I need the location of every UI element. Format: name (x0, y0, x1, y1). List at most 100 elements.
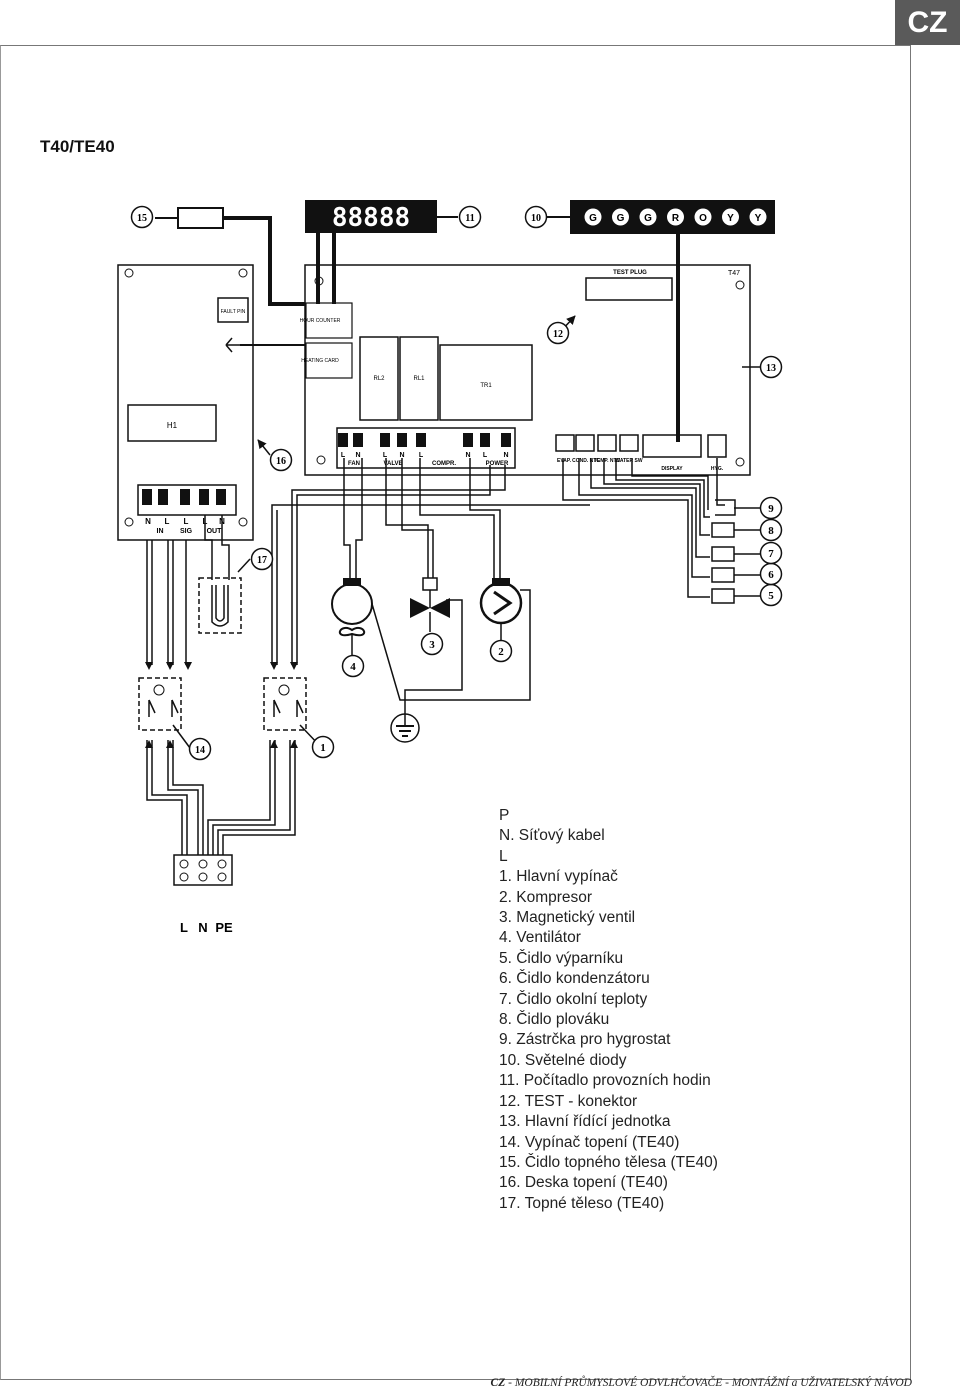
footer: CZ - MOBILNÍ PRŮMYSLOVÉ ODVLHČOVAČE - MO… (491, 1377, 912, 1389)
callout-circle-17 (250, 547, 274, 571)
power-pin-label-0: L (341, 452, 346, 459)
callout-circle-4 (341, 654, 365, 678)
footer-lang: CZ (490, 1377, 506, 1389)
legend-item: 12. TEST - konektor (499, 1092, 638, 1110)
callout-circle-9 (759, 496, 783, 520)
power-pin-0 (338, 433, 348, 447)
heating-board-16: H1 FAULT PIN N L L L N IN SIG OUT (117, 264, 307, 541)
compr-label: COMPR. (432, 461, 456, 467)
heater-switch-14 (138, 677, 182, 731)
callout-circle-11 (458, 205, 482, 229)
power-pin-1 (353, 433, 363, 447)
sensor-plugs (711, 499, 760, 604)
power-pin-6 (480, 433, 490, 447)
legend-item: 2. Kompresor (499, 888, 593, 906)
power-pin-7 (501, 433, 511, 447)
power-pin-label-1: N (355, 452, 360, 459)
magnetic-valve-3 (410, 577, 450, 632)
h1-label: H1 (167, 421, 178, 430)
legend-item: 3. Magnetický ventil (499, 909, 636, 927)
display-label: DISPLAY (661, 466, 683, 472)
callout-12: 12 (553, 329, 563, 340)
page-frame (0, 45, 911, 1380)
led-1 (612, 208, 629, 226)
mains-terminal: L N PE (173, 854, 233, 935)
legend-item: 17. Topné těleso (TE40) (499, 1194, 665, 1212)
legend-item: 11. Počítadlo provozních hodin (499, 1072, 711, 1090)
callout-16: 16 (276, 456, 286, 467)
legend-item: 15. Čidlo topného tělesa (TE40) (499, 1153, 718, 1171)
svg-text:N: N (145, 517, 151, 526)
mains-l-label: L (180, 920, 188, 935)
rl1-label: RL1 (413, 376, 425, 382)
legend-item: 8. Čidlo plováku (499, 1011, 610, 1029)
thick-wires (223, 216, 680, 442)
board-code: T47 (728, 270, 740, 277)
callout-circle-12 (546, 321, 570, 345)
test-plug-label: TEST PLUG (613, 270, 647, 276)
legend-item: 4. Ventilátor (499, 929, 581, 947)
callout-circle-16 (269, 448, 293, 472)
led-label-6: Y (755, 213, 762, 224)
legend-item: 13. Hlavní řídící jednotka (499, 1113, 671, 1131)
main-control-board-13: T47 TEST PLUG HOUR COUNTER HEATING CARD … (300, 264, 751, 476)
power-pin-label-7: N (503, 452, 508, 459)
fan-label: FAN (348, 461, 360, 467)
cond-ntc-label: COND. NTC (572, 458, 600, 464)
callout-9: 9 (768, 503, 774, 515)
power-pin-label-6: L (483, 452, 488, 459)
legend-item: 5. Čidlo výparníku (499, 949, 624, 967)
callout-15: 15 (137, 213, 147, 224)
legend-item: 16. Deska topení (TE40) (499, 1174, 668, 1192)
led-label-3: R (672, 213, 680, 224)
callout-17: 17 (257, 555, 267, 566)
power-pin-label-2: L (383, 452, 388, 459)
legend-item: 7. Čidlo okolní teploty (499, 990, 648, 1008)
mains-n-label: N (198, 920, 207, 935)
sensor-connector-2 (597, 434, 617, 452)
power-pin-3 (397, 433, 407, 447)
power-pin-5 (463, 433, 473, 447)
callout-5: 5 (768, 590, 774, 602)
evap-label: EVAP. (557, 458, 572, 464)
led-5 (722, 208, 739, 226)
led-label-1: G (617, 213, 625, 224)
tr1-label: TR1 (480, 383, 492, 389)
callout-8: 8 (768, 525, 774, 537)
callout-10: 10 (531, 213, 541, 224)
callout-14: 14 (195, 745, 205, 756)
legend-item: 9. Zástrčka pro hygrostat (499, 1031, 671, 1049)
callout-4: 4 (350, 661, 356, 673)
fault-pin-label: FAULT PIN (221, 309, 246, 315)
callout-11: 11 (465, 213, 474, 224)
callout-circle-3 (420, 632, 444, 656)
rl2-label: RL2 (373, 376, 385, 382)
callout-circle-8 (759, 518, 783, 542)
led-label-0: G (589, 213, 597, 224)
out-label: OUT (207, 528, 223, 535)
led-2 (639, 208, 657, 226)
legend-item: P (499, 807, 510, 824)
sensor-connector-1 (575, 434, 595, 452)
led-label-2: G (644, 213, 652, 224)
led-3 (667, 208, 684, 226)
led-label-4: O (699, 213, 707, 224)
legend-item: 10. Světelné diody (499, 1051, 627, 1069)
callout-13: 13 (766, 363, 776, 374)
compressor-2 (479, 578, 523, 640)
svg-text:L: L (165, 517, 170, 526)
sensor-connector-3 (619, 434, 639, 452)
legend-item: 6. Čidlo kondenzátoru (499, 970, 650, 988)
power-pin-label-3: N (399, 452, 404, 459)
temp-ntc-label: TEMP. NTC (594, 458, 621, 464)
hour-counter-label: HOUR COUNTER (300, 318, 341, 324)
led-4 (694, 208, 712, 226)
legend-item: 14. Vypínač topení (TE40) (499, 1133, 680, 1151)
heating-card-label: HEATING CARD (301, 358, 339, 364)
power-pin-4 (416, 433, 426, 447)
callout-circle-1 (311, 735, 335, 759)
power-label: POWER (486, 461, 509, 467)
